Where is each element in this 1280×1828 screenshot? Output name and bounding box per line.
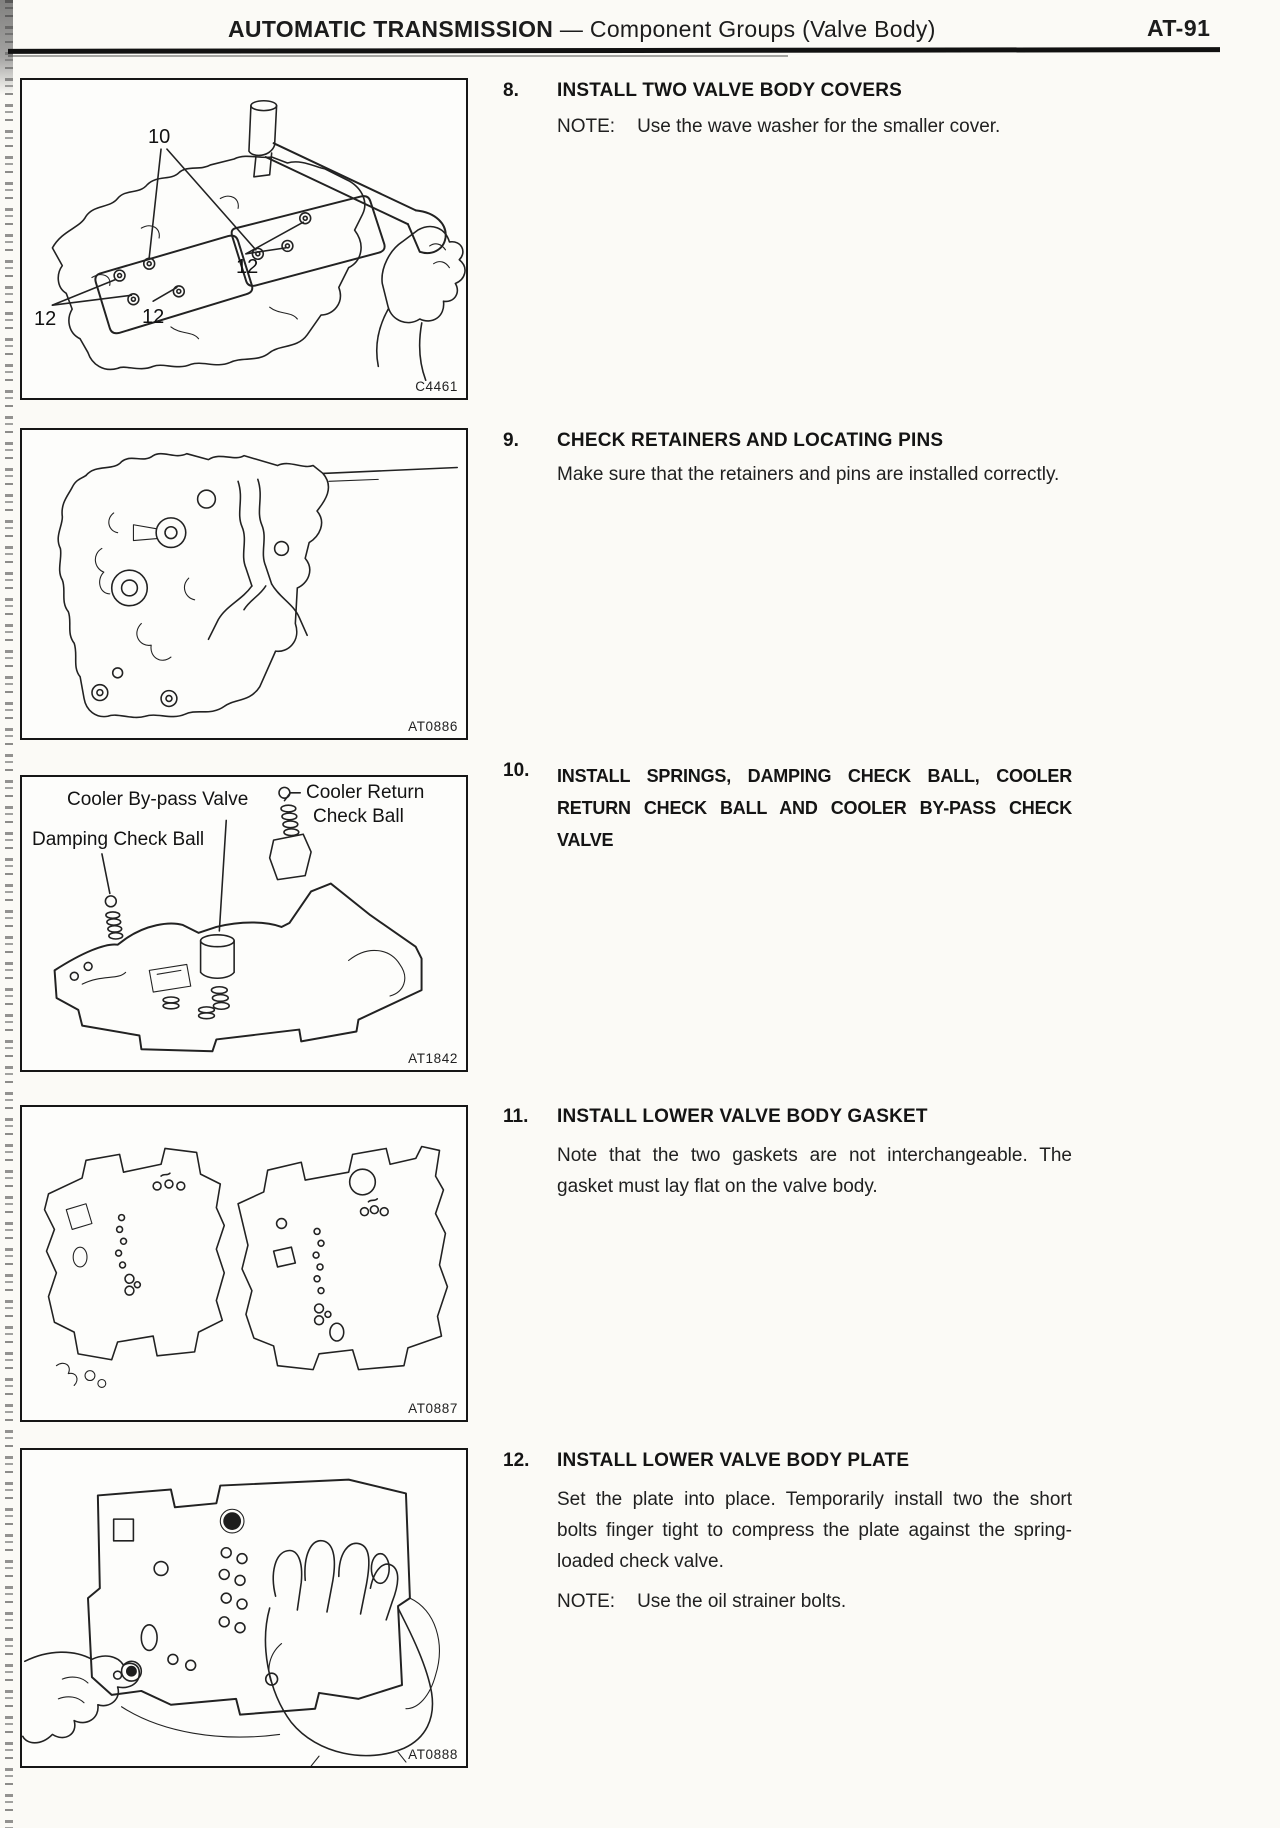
step-heading: INSTALL TWO VALVE BODY COVERS — [557, 80, 903, 101]
step-body-line1: Set the plate into place. Temporarily in… — [557, 1489, 1072, 1510]
step-number: 8. — [503, 80, 519, 101]
step-body-line2: gasket must lay flat on the valve body. — [557, 1176, 878, 1197]
step-heading: INSTALL LOWER VALVE BODY GASKET — [557, 1106, 928, 1127]
figure-code: C4461 — [415, 379, 458, 394]
figure-retainers-pins: AT0886 — [20, 428, 468, 740]
step-heading: INSTALL LOWER VALVE BODY PLATE — [557, 1450, 910, 1471]
valve-body-top-view-illustration — [57, 452, 459, 719]
step-11: 11. INSTALL LOWER VALVE BODY GASKET Note… — [503, 1106, 1163, 1202]
label-cooler-return-line1: Cooler Return — [306, 782, 425, 803]
callout-12-right: 12 — [236, 256, 259, 278]
note-label: NOTE: — [557, 1591, 616, 1612]
callout-12-middle: 12 — [142, 306, 165, 328]
callout-12-left: 12 — [34, 308, 57, 330]
figure-gaskets: AT0887 — [20, 1105, 468, 1422]
note-label: NOTE: — [557, 116, 616, 137]
note-text: Use the oil strainer bolts. — [637, 1591, 847, 1612]
page-title: AUTOMATIC TRANSMISSION — Component Group… — [228, 16, 936, 43]
step-body: Make sure that the retainers and pins ar… — [557, 464, 1060, 485]
figure-check-balls: Cooler By-pass Valve Damping Check Ball … — [20, 775, 468, 1072]
scan-corner-artifact — [0, 0, 13, 95]
callout-10: 10 — [148, 126, 171, 148]
step-9: 9. CHECK RETAINERS AND LOCATING PINS Mak… — [503, 430, 1163, 486]
step-body-line3: loaded check valve. — [557, 1551, 724, 1572]
figure-code: AT0887 — [408, 1401, 458, 1416]
step-heading: CHECK RETAINERS AND LOCATING PINS — [557, 430, 944, 451]
valve-body-covers-illustration — [51, 99, 466, 382]
step-body-line1: Note that the two gaskets are not interc… — [557, 1145, 1072, 1166]
label-cooler-bypass-valve: Cooler By-pass Valve — [67, 789, 249, 810]
page-title-separator: — — [559, 16, 584, 42]
step-12: 12. INSTALL LOWER VALVE BODY PLATE Set t… — [503, 1450, 1163, 1613]
step-number: 10. — [503, 760, 530, 781]
step-8: 8. INSTALL TWO VALVE BODY COVERS NOTE: U… — [503, 80, 1163, 138]
scan-edge-artifact — [5, 0, 13, 1828]
step-number: 12. — [503, 1450, 530, 1471]
header-rule — [7, 47, 1221, 54]
step-heading-line3: VALVE — [557, 830, 614, 850]
figure-code: AT0886 — [408, 719, 458, 734]
check-balls-illustration — [53, 786, 423, 1053]
step-number: 9. — [503, 430, 519, 451]
figure-code: AT1842 — [408, 1051, 458, 1066]
gaskets-illustration — [43, 1145, 449, 1388]
step-10: 10. INSTALL SPRINGS, DAMPING CHECK BALL,… — [503, 760, 1163, 856]
note-text: Use the wave washer for the smaller cove… — [637, 116, 1001, 137]
step-number: 11. — [503, 1106, 529, 1127]
figure-valve-body-plate: AT0888 — [20, 1448, 468, 1768]
label-damping-check-ball: Damping Check Ball — [32, 829, 205, 850]
page-title-subsection: Component Groups (Valve Body) — [589, 16, 936, 42]
step-heading-line2: RETURN CHECK BALL AND COOLER BY-PASS CHE… — [557, 798, 1072, 818]
label-cooler-return-line2: Check Ball — [313, 806, 404, 827]
step-heading-line1: INSTALL SPRINGS, DAMPING CHECK BALL, COO… — [557, 766, 1072, 786]
header-rule-shadow — [8, 55, 788, 57]
figure-valve-body-covers: 10 12 12 12 C4461 — [20, 78, 468, 400]
page-number: AT-91 — [1147, 15, 1211, 41]
plate-install-illustration — [22, 1478, 440, 1766]
figure-code: AT0888 — [408, 1747, 458, 1762]
page-title-section: AUTOMATIC TRANSMISSION — [228, 16, 554, 42]
step-body-line2: bolts finger tight to compress the plate… — [557, 1520, 1072, 1541]
